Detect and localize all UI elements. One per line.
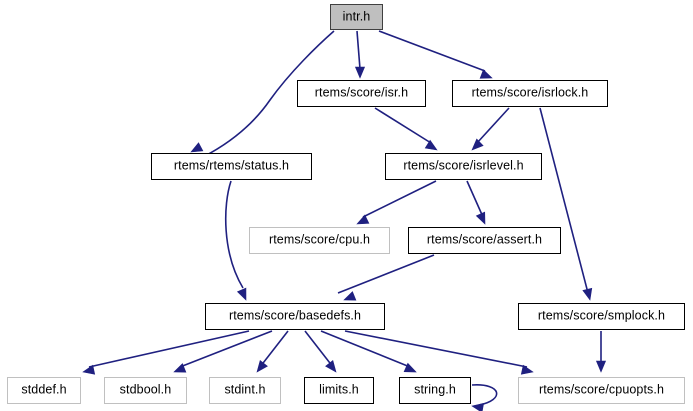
graph-node-isrlock[interactable]: rtems/score/isrlock.h [452,80,608,107]
graph-node-isr[interactable]: rtems/score/isr.h [297,80,426,107]
edge-isr-to-isrlevel [374,107,432,144]
graph-node-isrlevel[interactable]: rtems/score/isrlevel.h [385,153,542,180]
arrow-string [403,362,417,373]
graph-node-smplock[interactable]: rtems/score/smplock.h [518,303,685,330]
graph-node-label: rtems/score/basedefs.h [228,308,362,323]
arrow-isrlevel1 [424,139,438,151]
graph-node-label: rtems/score/cpuopts.h [538,382,665,397]
arrow-cpuopts2 [595,360,607,373]
edge-basedefs-to-string [320,330,411,368]
edge-isrlevel-to-cpu [362,180,437,218]
graph-node-stdint: stdint.h [209,377,281,404]
edge-assert-to-basedefs [337,254,435,294]
graph-node-cpuopts: rtems/score/cpuopts.h [518,377,685,404]
edge-intr-to-isrlock [378,30,486,72]
arrow-stddef [82,364,96,375]
edge-basedefs-to-stddef [88,330,250,368]
graph-node-label: rtems/score/assert.h [426,232,543,247]
graph-node-label: limits.h [319,382,359,397]
edge-isrlock-to-isrlevel [476,107,510,144]
edge-status-to-basedefs [224,180,244,289]
graph-node-status[interactable]: rtems/rtems/status.h [151,153,312,180]
graph-node-limits[interactable]: limits.h [304,377,374,404]
edge-string-self-loop [471,384,498,406]
graph-node-label: rtems/score/cpu.h [268,232,371,247]
graph-node-label: rtems/score/isrlevel.h [403,158,524,173]
arrow-cpuopts1 [520,364,534,375]
graph-node-intr[interactable]: intr.h [330,4,383,30]
graph-node-label: stdint.h [224,382,266,397]
arrow-basedefs1 [236,287,247,301]
graph-node-label: intr.h [342,9,371,24]
arrow-isr [354,66,366,79]
graph-node-label: stdbool.h [119,382,172,397]
edge-intr-to-isr [356,30,361,70]
arrow-stdint [256,359,268,373]
edge-isrlock-to-smplock [539,107,589,294]
edge-isrlevel-to-assert [466,180,484,218]
arrow-selfloop [471,402,485,411]
graph-node-label: rtems/score/smplock.h [537,308,666,323]
arrow-limits [325,359,337,373]
arrow-isrlevel2 [471,138,484,151]
graph-node-label: stddef.h [21,382,67,397]
graph-node-label: string.h [414,382,456,397]
edge-basedefs-to-limits [304,330,334,368]
graph-node-assert[interactable]: rtems/score/assert.h [408,227,561,254]
graph-node-label: rtems/score/isr.h [314,85,409,100]
graph-node-string[interactable]: string.h [399,377,471,404]
graph-node-label: rtems/score/isrlock.h [471,85,589,100]
arrow-smplock [582,287,593,301]
edge-basedefs-to-stdint [259,330,289,368]
graph-node-basedefs[interactable]: rtems/score/basedefs.h [205,303,385,330]
graph-node-cpu: rtems/score/cpu.h [249,227,390,254]
graph-node-stddef: stddef.h [7,377,81,404]
graph-node-stdbool: stdbool.h [104,377,187,404]
graph-node-label: rtems/rtems/status.h [173,158,290,173]
arrow-stdbool [173,363,187,373]
edge-basedefs-to-cpuopts [344,330,528,368]
arrow-assert [475,211,486,225]
edge-basedefs-to-stdbool [179,330,273,368]
